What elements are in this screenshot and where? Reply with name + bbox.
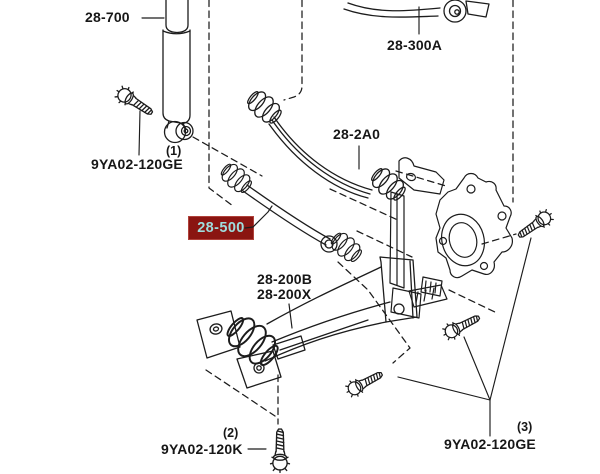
shock-absorber-drawing	[162, 0, 194, 144]
part-highlight-box-28-500[interactable]: 28-500	[188, 216, 254, 240]
bushing-icon	[366, 163, 411, 206]
bushing-icon	[219, 309, 286, 374]
bolt-icon	[269, 428, 291, 474]
bushing-icon	[242, 86, 287, 129]
bushing-icon	[326, 228, 366, 267]
qty-label-bolt2: (2)	[223, 426, 239, 440]
bolt-icon	[513, 205, 557, 244]
bolt-icon	[111, 82, 158, 122]
part-label-shock[interactable]: 28-700	[85, 9, 130, 25]
qty-label-bolt1: (1)	[166, 144, 182, 158]
lateral-link-drawing	[216, 159, 366, 267]
dashed-projection-lines	[192, 0, 517, 425]
knuckle-drawing	[389, 157, 513, 319]
bolt-icon	[342, 365, 387, 401]
qty-label-bolt3: (3)	[517, 420, 533, 434]
part-label-trailing-arm-x[interactable]: 28-200X	[257, 286, 312, 302]
part-label-bolt2[interactable]: 9YA02-120K	[161, 441, 243, 457]
shock-upper-rod	[165, 0, 189, 34]
upper-link-drawing	[343, 0, 490, 23]
bolt-icon	[439, 309, 484, 344]
part-label-bolt3[interactable]: 9YA02-120GE	[444, 436, 536, 452]
part-label-lateral-link: 28-500	[197, 220, 245, 236]
part-label-upper-arm[interactable]: 28-2A0	[333, 126, 381, 142]
bushing-icon	[216, 159, 256, 198]
part-label-bolt1[interactable]: 9YA02-120GE	[91, 156, 183, 172]
part-label-upper-link[interactable]: 28-300A	[387, 37, 443, 53]
upper-arm-drawing	[242, 86, 411, 206]
